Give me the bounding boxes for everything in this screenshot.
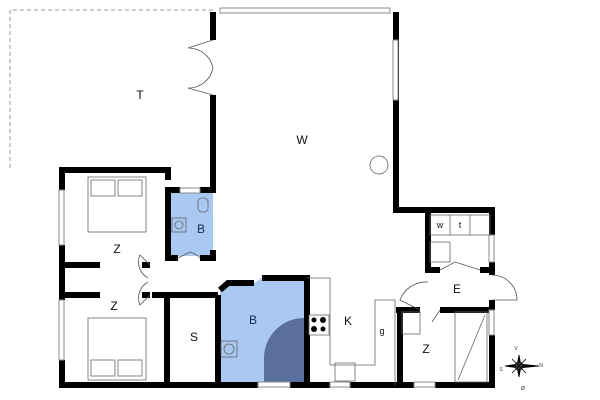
compass-east: Ø: [521, 386, 525, 392]
doors: [138, 39, 518, 323]
shower-area: [264, 318, 304, 382]
furniture: [87, 155, 491, 385]
bath-small-floor: [171, 193, 213, 256]
compass-west: V: [514, 346, 518, 352]
room-label-bath-small: B: [196, 222, 206, 236]
room-label-bath-large: B: [248, 313, 258, 327]
compass-icon: [504, 354, 540, 378]
compass-north: N: [539, 363, 543, 369]
terrace-outline: [9, 9, 213, 170]
walls: [59, 12, 495, 388]
windows: [58, 7, 495, 388]
room-label-entry: E: [452, 282, 462, 296]
room-label-bedroom-3: Z: [422, 342, 430, 356]
room-label-terrace: T: [136, 88, 144, 102]
label-g: g: [379, 326, 385, 336]
room-label-storage: S: [189, 330, 199, 344]
room-label-bedroom-2: Z: [110, 299, 118, 313]
room-label-bedroom-1: Z: [113, 242, 121, 256]
room-label-living: W: [296, 133, 308, 147]
label-washer: w: [436, 220, 444, 230]
stove-icon: [308, 314, 330, 336]
label-dryer: t: [458, 220, 462, 230]
compass-south: S: [499, 367, 503, 373]
room-label-kitchen: K: [343, 314, 353, 328]
